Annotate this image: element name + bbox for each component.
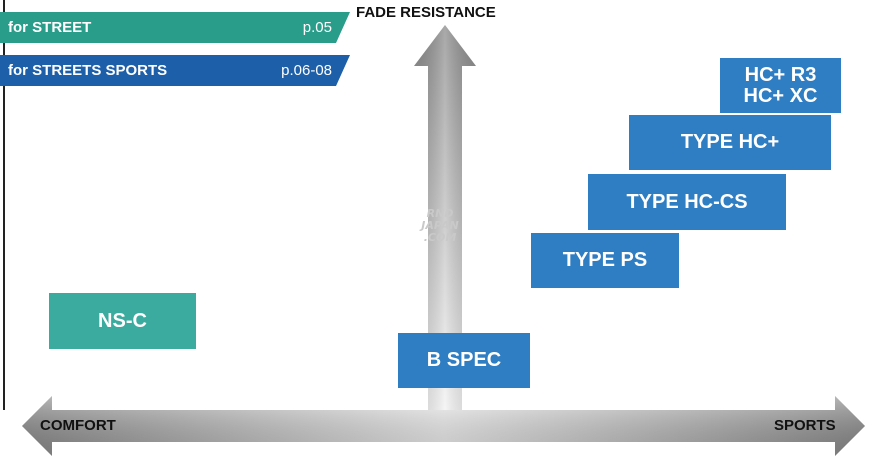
banner-street-page: p.05 xyxy=(302,19,332,36)
banner-sports-page: p.06-08 xyxy=(281,62,332,79)
banner-street-label: for STREET xyxy=(8,19,92,36)
sports-label: SPORTS xyxy=(774,417,836,434)
product-hc-r3-label: HC+ R3 xyxy=(744,63,817,86)
fade-resistance-label: FADE RESISTANCE xyxy=(356,4,496,21)
product-type-hc-plus[interactable]: TYPE HC+ xyxy=(629,115,831,170)
product-type-hc-cs[interactable]: TYPE HC-CS xyxy=(588,174,786,230)
watermark-line-1: RND xyxy=(426,207,454,220)
product-type-ps[interactable]: TYPE PS xyxy=(531,233,679,288)
product-hc-xc-label: HC+ XC xyxy=(743,84,818,107)
product-type-ps-label: TYPE PS xyxy=(562,249,648,271)
banner-for-street[interactable]: for STREET p.05 xyxy=(0,12,350,43)
product-b-spec[interactable]: B SPEC xyxy=(398,333,530,388)
watermark-logo: RND JAPAN .COM xyxy=(414,208,466,244)
watermark-line-2: JAPAN xyxy=(421,219,459,232)
product-type-hc-plus-label: TYPE HC+ xyxy=(680,131,780,153)
left-rule xyxy=(3,0,5,410)
product-b-spec-label: B SPEC xyxy=(426,349,502,371)
product-ns-c-label: NS-C xyxy=(98,309,147,332)
comfort-label: COMFORT xyxy=(40,417,116,434)
banner-for-streets-sports[interactable]: for STREETS SPORTS p.06-08 xyxy=(0,55,350,86)
product-ns-c[interactable]: NS-C xyxy=(49,293,196,349)
product-hc-r3-xc[interactable]: HC+ R3 HC+ XC xyxy=(720,58,841,113)
watermark-line-3: .COM xyxy=(423,231,457,244)
product-type-hc-cs-label: TYPE HC-CS xyxy=(626,190,748,213)
banner-sports-label: for STREETS SPORTS xyxy=(8,62,168,79)
